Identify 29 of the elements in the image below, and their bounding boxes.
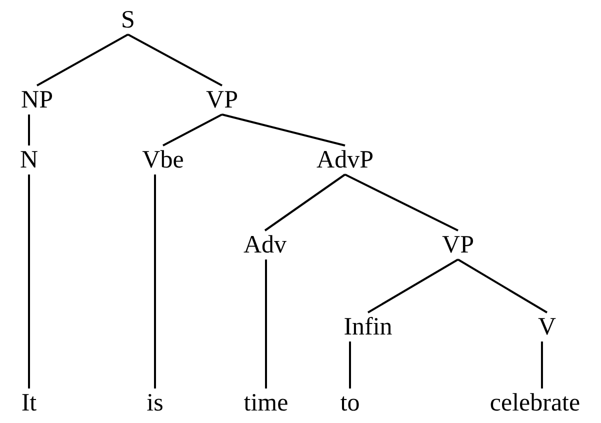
category-label: VP	[442, 232, 474, 258]
word-label: to	[340, 390, 360, 416]
word-label: celebrate	[490, 390, 580, 416]
tree-branch	[128, 34, 222, 86]
word-label: time	[244, 390, 288, 416]
category-label: V	[538, 314, 556, 340]
category-label: AdvP	[316, 146, 374, 174]
tree-branch	[265, 260, 267, 388]
category-label: Adv	[243, 232, 287, 258]
category-label: NP	[21, 86, 53, 114]
category-label: N	[20, 146, 38, 174]
tree-branch	[28, 174, 30, 388]
tree-branch	[36, 34, 128, 86]
tree-branch	[154, 174, 156, 388]
category-label: Vbe	[142, 146, 184, 174]
word-label: is	[146, 390, 164, 416]
tree-branch	[28, 114, 30, 146]
tree-branch	[162, 114, 222, 146]
word-label: It	[21, 390, 37, 416]
category-label: S	[121, 6, 135, 34]
category-label: Infin	[344, 314, 392, 340]
tree-branch	[264, 174, 346, 232]
tree-branch	[457, 258, 548, 314]
tree-branch	[368, 258, 458, 314]
category-label: VP	[206, 86, 238, 114]
tree-branch	[540, 342, 543, 388]
tree-branch	[344, 174, 458, 232]
tree-branch	[222, 114, 346, 146]
tree-branch	[349, 342, 351, 388]
